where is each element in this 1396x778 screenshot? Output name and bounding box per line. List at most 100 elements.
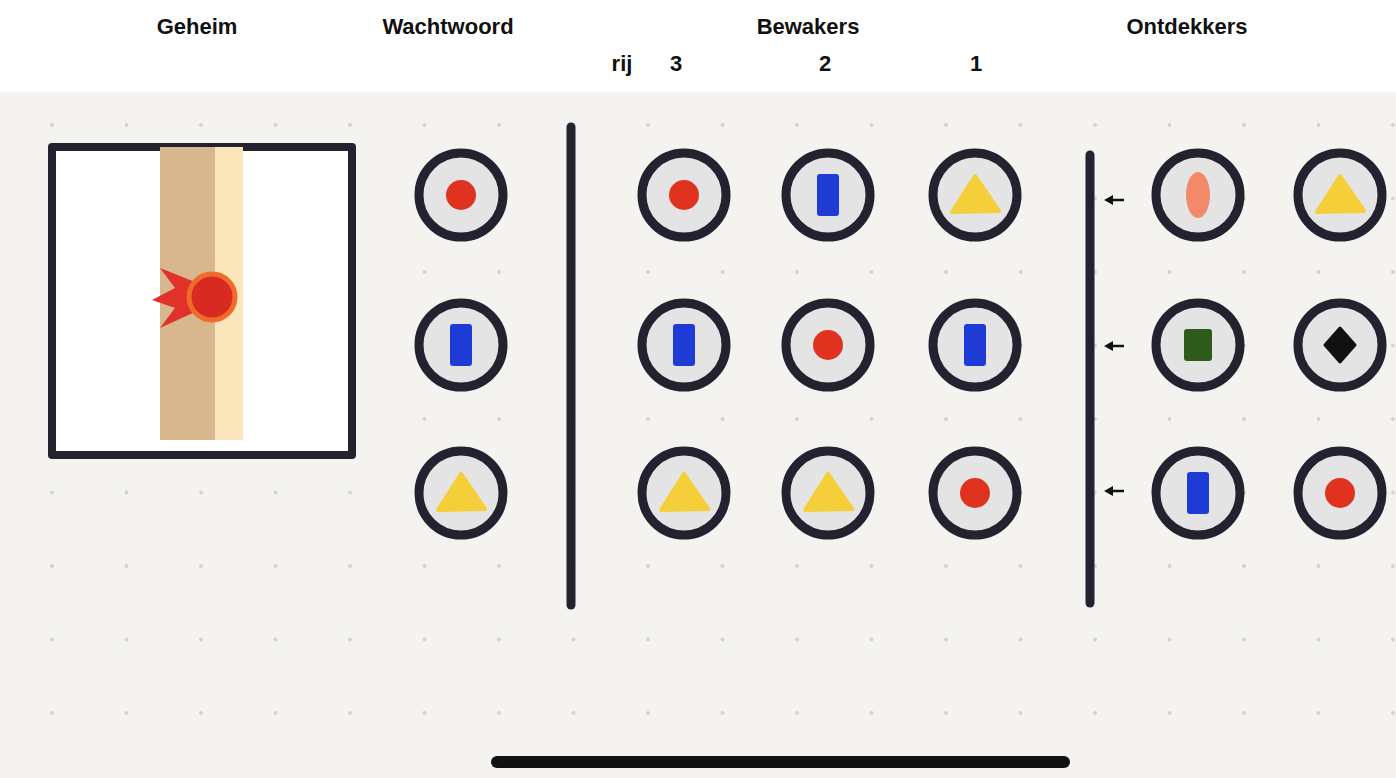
grid-dot <box>348 123 352 127</box>
grid-dot <box>50 491 54 495</box>
grid-dot <box>125 638 129 642</box>
grid-dot <box>721 123 725 127</box>
grid-dot <box>646 270 650 274</box>
divider-line <box>1086 155 1095 603</box>
token <box>642 153 726 237</box>
grid-dot <box>199 491 203 495</box>
grid-dot <box>572 711 576 715</box>
grid-dot <box>944 711 948 715</box>
grid-dot <box>721 711 725 715</box>
grid-dot <box>1391 711 1395 715</box>
grid-dot <box>50 123 54 127</box>
token <box>786 153 870 237</box>
grid-dot <box>721 417 725 421</box>
grid-dot <box>497 417 501 421</box>
grid-dot <box>1019 711 1023 715</box>
grid-dot <box>125 564 129 568</box>
token <box>786 451 870 535</box>
small-arrows <box>1104 195 1124 496</box>
row-number: 1 <box>970 52 982 76</box>
token <box>933 303 1017 387</box>
grid-dot <box>1391 197 1395 201</box>
grid-dot <box>423 638 427 642</box>
grid-dot <box>199 638 203 642</box>
grid-dot <box>274 491 278 495</box>
arrow-head <box>1104 486 1113 496</box>
grid-dot <box>497 711 501 715</box>
token <box>419 451 503 535</box>
grid-dot <box>721 564 725 568</box>
grid-dot <box>423 123 427 127</box>
grid-dot <box>870 270 874 274</box>
column-heading: Ontdekkers <box>1126 15 1247 39</box>
grid-dot <box>1019 123 1023 127</box>
grid-dot <box>1317 638 1321 642</box>
token <box>419 303 503 387</box>
grid-dot <box>50 638 54 642</box>
grid-dot <box>497 270 501 274</box>
grid-dot <box>125 711 129 715</box>
grid-dot <box>1242 270 1246 274</box>
column-heading: Geheim <box>157 15 238 39</box>
grid-dot <box>721 638 725 642</box>
grid-dot <box>1242 638 1246 642</box>
grid-dot <box>870 123 874 127</box>
grid-dot <box>1168 638 1172 642</box>
grid-dot <box>1019 417 1023 421</box>
grid-dot <box>125 123 129 127</box>
grid-dot <box>274 711 278 715</box>
grid-dot <box>1242 123 1246 127</box>
token <box>933 451 1017 535</box>
grid-dot <box>944 123 948 127</box>
grid-dot <box>795 638 799 642</box>
grid-dot <box>1019 270 1023 274</box>
grid-dot <box>1391 491 1395 495</box>
arrow-head <box>1104 341 1113 351</box>
grid-dot <box>646 564 650 568</box>
grid-dot <box>1391 270 1395 274</box>
grid-dot <box>1168 564 1172 568</box>
grid-dot <box>50 711 54 715</box>
token <box>1156 303 1240 387</box>
row-number: 2 <box>819 52 831 76</box>
row-number: rij <box>612 52 633 76</box>
token <box>1156 451 1240 535</box>
grid-dot <box>1168 270 1172 274</box>
grid-dot <box>870 711 874 715</box>
column-heading: Wachtwoord <box>382 15 513 39</box>
grid-dot <box>870 564 874 568</box>
grid-dot <box>1242 711 1246 715</box>
grid-dot <box>795 417 799 421</box>
grid-dot <box>1391 344 1395 348</box>
grid-dot <box>1019 564 1023 568</box>
secret-scroll <box>52 147 352 455</box>
grid-dot <box>274 564 278 568</box>
grid-dot <box>1391 638 1395 642</box>
grid-dot <box>1168 123 1172 127</box>
grid-dot <box>944 564 948 568</box>
token <box>1298 153 1382 237</box>
grid-dot <box>1317 564 1321 568</box>
grid-dot <box>1317 417 1321 421</box>
grid-dot <box>1317 711 1321 715</box>
token <box>933 153 1017 237</box>
home-bar <box>497 756 1064 768</box>
grid-dot <box>795 711 799 715</box>
header-band <box>0 0 1396 92</box>
dot-grid <box>50 123 1395 715</box>
grid-dot <box>497 564 501 568</box>
grid-dot <box>423 564 427 568</box>
grid-dot <box>497 638 501 642</box>
grid-dot <box>1317 270 1321 274</box>
grid-dot <box>199 123 203 127</box>
token <box>1298 451 1382 535</box>
grid-dot <box>646 711 650 715</box>
grid-dot <box>1391 123 1395 127</box>
grid-dot <box>423 270 427 274</box>
grid-dot <box>1019 638 1023 642</box>
token <box>786 303 870 387</box>
grid-dot <box>348 638 352 642</box>
grid-dot <box>497 123 501 127</box>
grid-dot <box>199 711 203 715</box>
